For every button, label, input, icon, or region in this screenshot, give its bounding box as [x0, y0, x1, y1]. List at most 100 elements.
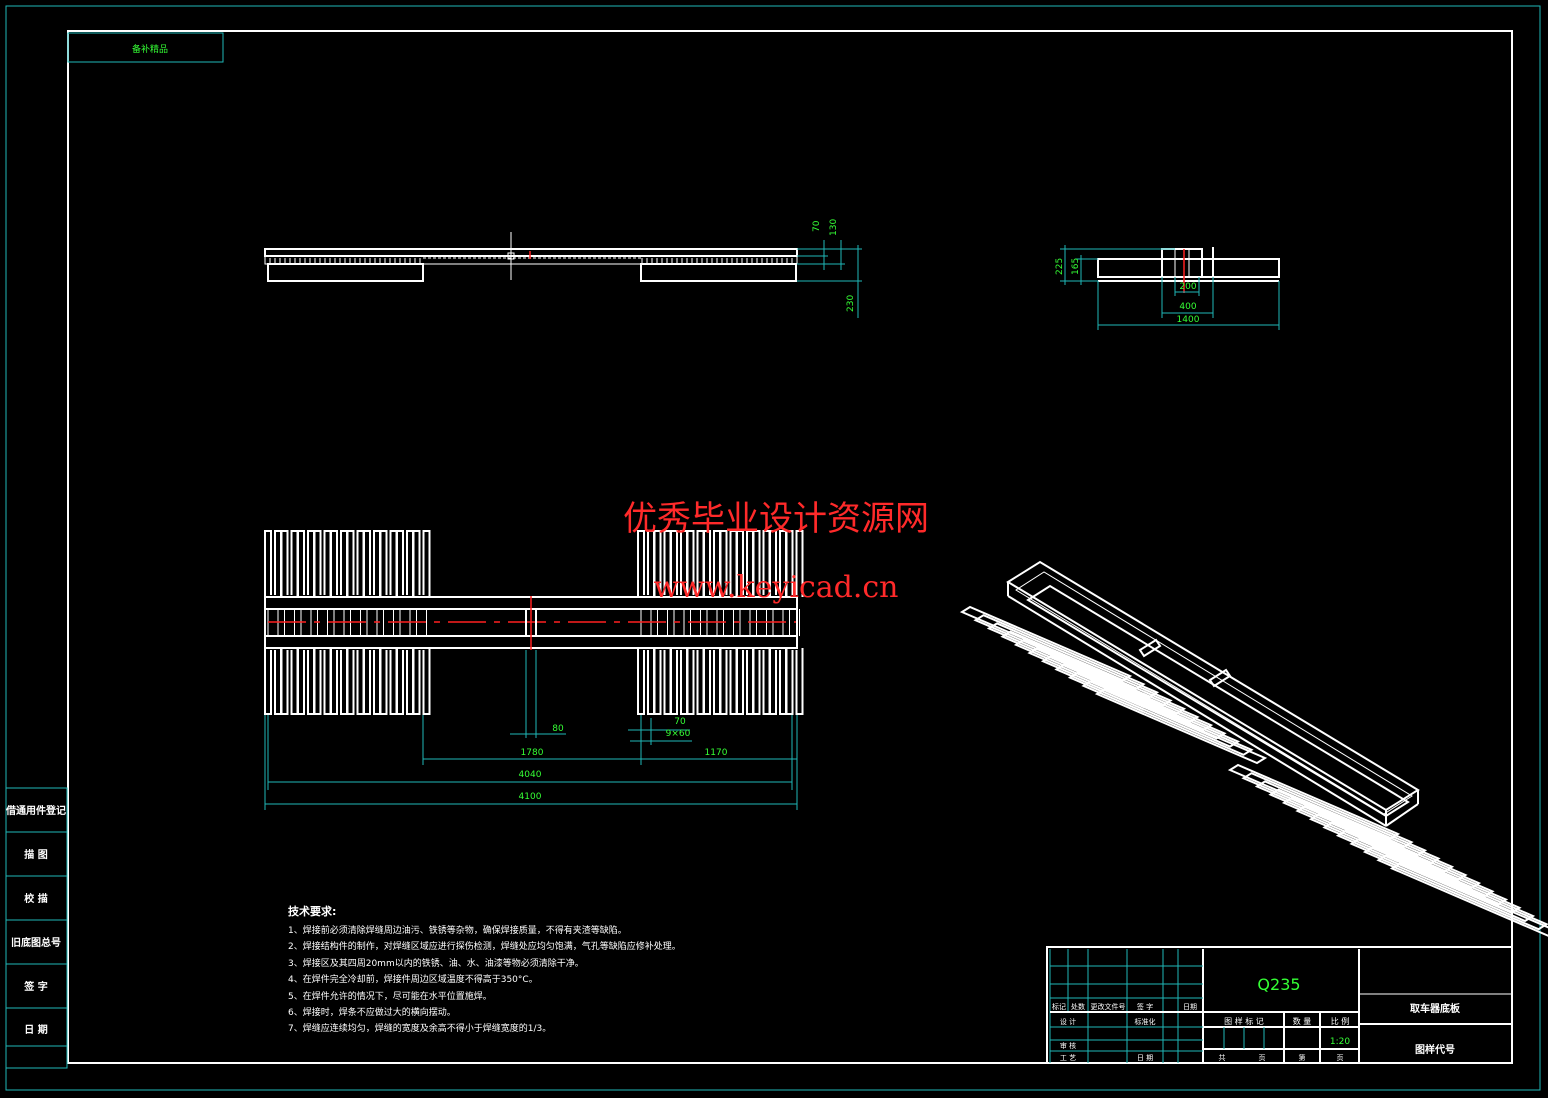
side-label-3: 旧底图总号	[11, 936, 61, 949]
tb-change-doc: 更改文件号	[1091, 1002, 1126, 1011]
finger-bottom	[670, 648, 688, 715]
corner-label-box	[67, 32, 224, 63]
finger-bottom	[313, 648, 332, 715]
finger-top	[346, 530, 365, 597]
side-dim-400: 400	[1179, 302, 1196, 312]
side-dim-225: 225	[1055, 258, 1065, 275]
plan-dim-80: 80	[552, 724, 564, 734]
iso-finger	[1376, 854, 1548, 931]
finger-top	[313, 530, 332, 597]
iso-left-fingers	[959, 605, 1268, 765]
finger-bottom	[412, 648, 431, 715]
front-dim-70: 70	[812, 220, 822, 232]
tech-item-4: 4、在焊件完全冷却前，焊接件周边区域温度不得高于350°C。	[288, 973, 538, 985]
side-label-0: 借通用件登记	[5, 804, 66, 817]
finger-top	[412, 530, 431, 597]
iso-finger	[1054, 663, 1227, 740]
tb-mark: 标记	[1052, 1002, 1066, 1011]
tb-ratio: 比 例	[1331, 1016, 1350, 1026]
tech-heading: 技术要求:	[288, 904, 336, 918]
finger-bottom	[769, 648, 787, 715]
plan-dim-1780: 1780	[521, 748, 544, 758]
finger-top	[637, 530, 655, 597]
finger-bottom	[363, 648, 381, 715]
front-view: 70 130 230	[264, 219, 862, 318]
tb-sign: 签 字	[1137, 1002, 1153, 1011]
finger-top	[785, 530, 804, 597]
tb-count: 处数	[1071, 1002, 1085, 1011]
side-register: 借通用件登记 描 图 校 描 旧底图总号 签 字 日 期	[5, 787, 68, 1069]
tech-item-5: 5、在焊件允许的情况下，尽可能在水平位置施焊。	[288, 990, 492, 1002]
finger-bottom	[719, 648, 738, 715]
side-label-1: 描 图	[24, 848, 47, 861]
side-view: 225 165 200 400 1400	[1055, 245, 1280, 330]
finger-top	[396, 530, 414, 597]
plan-dim-4100: 4100	[519, 792, 542, 802]
finger-top	[297, 530, 315, 597]
iso-finger	[1389, 862, 1548, 937]
side-label-5: 日 期	[24, 1023, 47, 1036]
tech-requirements: 技术要求: 1、焊接前必须清除焊缝周边油污、铁锈等杂物，确保焊接质量，不得有夹渣…	[288, 904, 681, 1034]
iso-finger	[1362, 845, 1536, 923]
finger-bottom	[330, 648, 348, 715]
outer-border	[5, 5, 1541, 1091]
iso-finger	[1349, 837, 1522, 914]
front-view-hatch-right	[641, 258, 793, 263]
side-label-2: 校 描	[24, 892, 47, 905]
side-dim-200: 200	[1179, 282, 1196, 292]
plan-dim-70: 70	[674, 717, 686, 727]
finger-bottom	[736, 648, 754, 715]
tb-sheet-total: 共	[1219, 1053, 1226, 1062]
iso-finger	[1094, 687, 1268, 765]
tech-item-2: 2、焊接结构件的制作，对焊缝区域应进行探伤检测，焊缝处应均匀饱满，气孔等缺陷应修…	[288, 940, 681, 952]
plan-view: 80 70 9×60 1780 1170 4040 4100	[264, 530, 804, 810]
finger-top	[330, 530, 348, 597]
finger-bottom	[346, 648, 365, 715]
side-dim-165: 165	[1071, 258, 1081, 275]
tb-standard: 标准化	[1135, 1017, 1156, 1026]
finger-bottom	[280, 648, 299, 715]
tb-quantity: 数 量	[1293, 1016, 1312, 1026]
finger-bottom	[703, 648, 721, 715]
scale: 1:20	[1330, 1037, 1350, 1047]
plan-dim-1170: 1170	[705, 748, 728, 758]
tb-sheet-page: 页	[1259, 1054, 1266, 1062]
watermark-url: www.keyicad.cn	[653, 570, 898, 605]
finger-top	[264, 530, 282, 597]
plan-dim-9x60: 9×60	[666, 729, 691, 739]
tb-sheet-no: 第	[1299, 1053, 1306, 1062]
tb-process: 工 艺	[1060, 1054, 1076, 1062]
front-dim-130: 130	[829, 219, 839, 236]
part-name: 取车器底板	[1410, 1002, 1461, 1015]
finger-top	[280, 530, 299, 597]
iso-finger	[1081, 679, 1254, 756]
drawing-code-label: 图样代号	[1415, 1043, 1455, 1056]
tech-item-3: 3、焊接区及其四周20mm以内的铁锈、油、水、油漆等物必须清除干净。	[288, 957, 584, 969]
side-dim-1400: 1400	[1177, 315, 1200, 325]
finger-bottom	[264, 648, 282, 715]
tb-stage: 图 样 标 记	[1224, 1016, 1264, 1026]
front-view-hatch-left	[269, 258, 421, 263]
title-block: Q235 取车器底板 图样代号 1:20 标记 处数 更改文件号 签 字 日期 …	[1046, 946, 1513, 1064]
finger-bottom	[686, 648, 705, 715]
tech-item-7: 7、焊缝应连续均匀，焊缝的宽度及余高不得小于焊缝宽度的1/3。	[288, 1022, 551, 1034]
finger-bottom	[752, 648, 771, 715]
tb-date2: 日 期	[1137, 1054, 1153, 1062]
plan-dim-4040: 4040	[519, 770, 542, 780]
iso-finger	[1067, 671, 1241, 748]
finger-bottom	[785, 648, 804, 715]
tech-item-6: 6、焊接时，焊条不应做过大的横向摆动。	[288, 1006, 456, 1018]
front-dim-230: 230	[846, 295, 856, 312]
tech-item-1: 1、焊接前必须清除焊缝周边油污、铁锈等杂物，确保焊接质量，不得有夹渣等缺陷。	[288, 924, 627, 936]
drawing-frame	[67, 30, 1513, 1064]
finger-bottom	[379, 648, 398, 715]
tb-check: 审 核	[1060, 1041, 1076, 1050]
finger-top	[363, 530, 381, 597]
tb-date: 日期	[1183, 1003, 1197, 1011]
isometric-view	[959, 560, 1548, 937]
tb-design: 设 计	[1060, 1017, 1076, 1026]
finger-bottom	[653, 648, 672, 715]
finger-bottom	[637, 648, 655, 715]
tb-sheet-page2: 页	[1337, 1054, 1344, 1062]
